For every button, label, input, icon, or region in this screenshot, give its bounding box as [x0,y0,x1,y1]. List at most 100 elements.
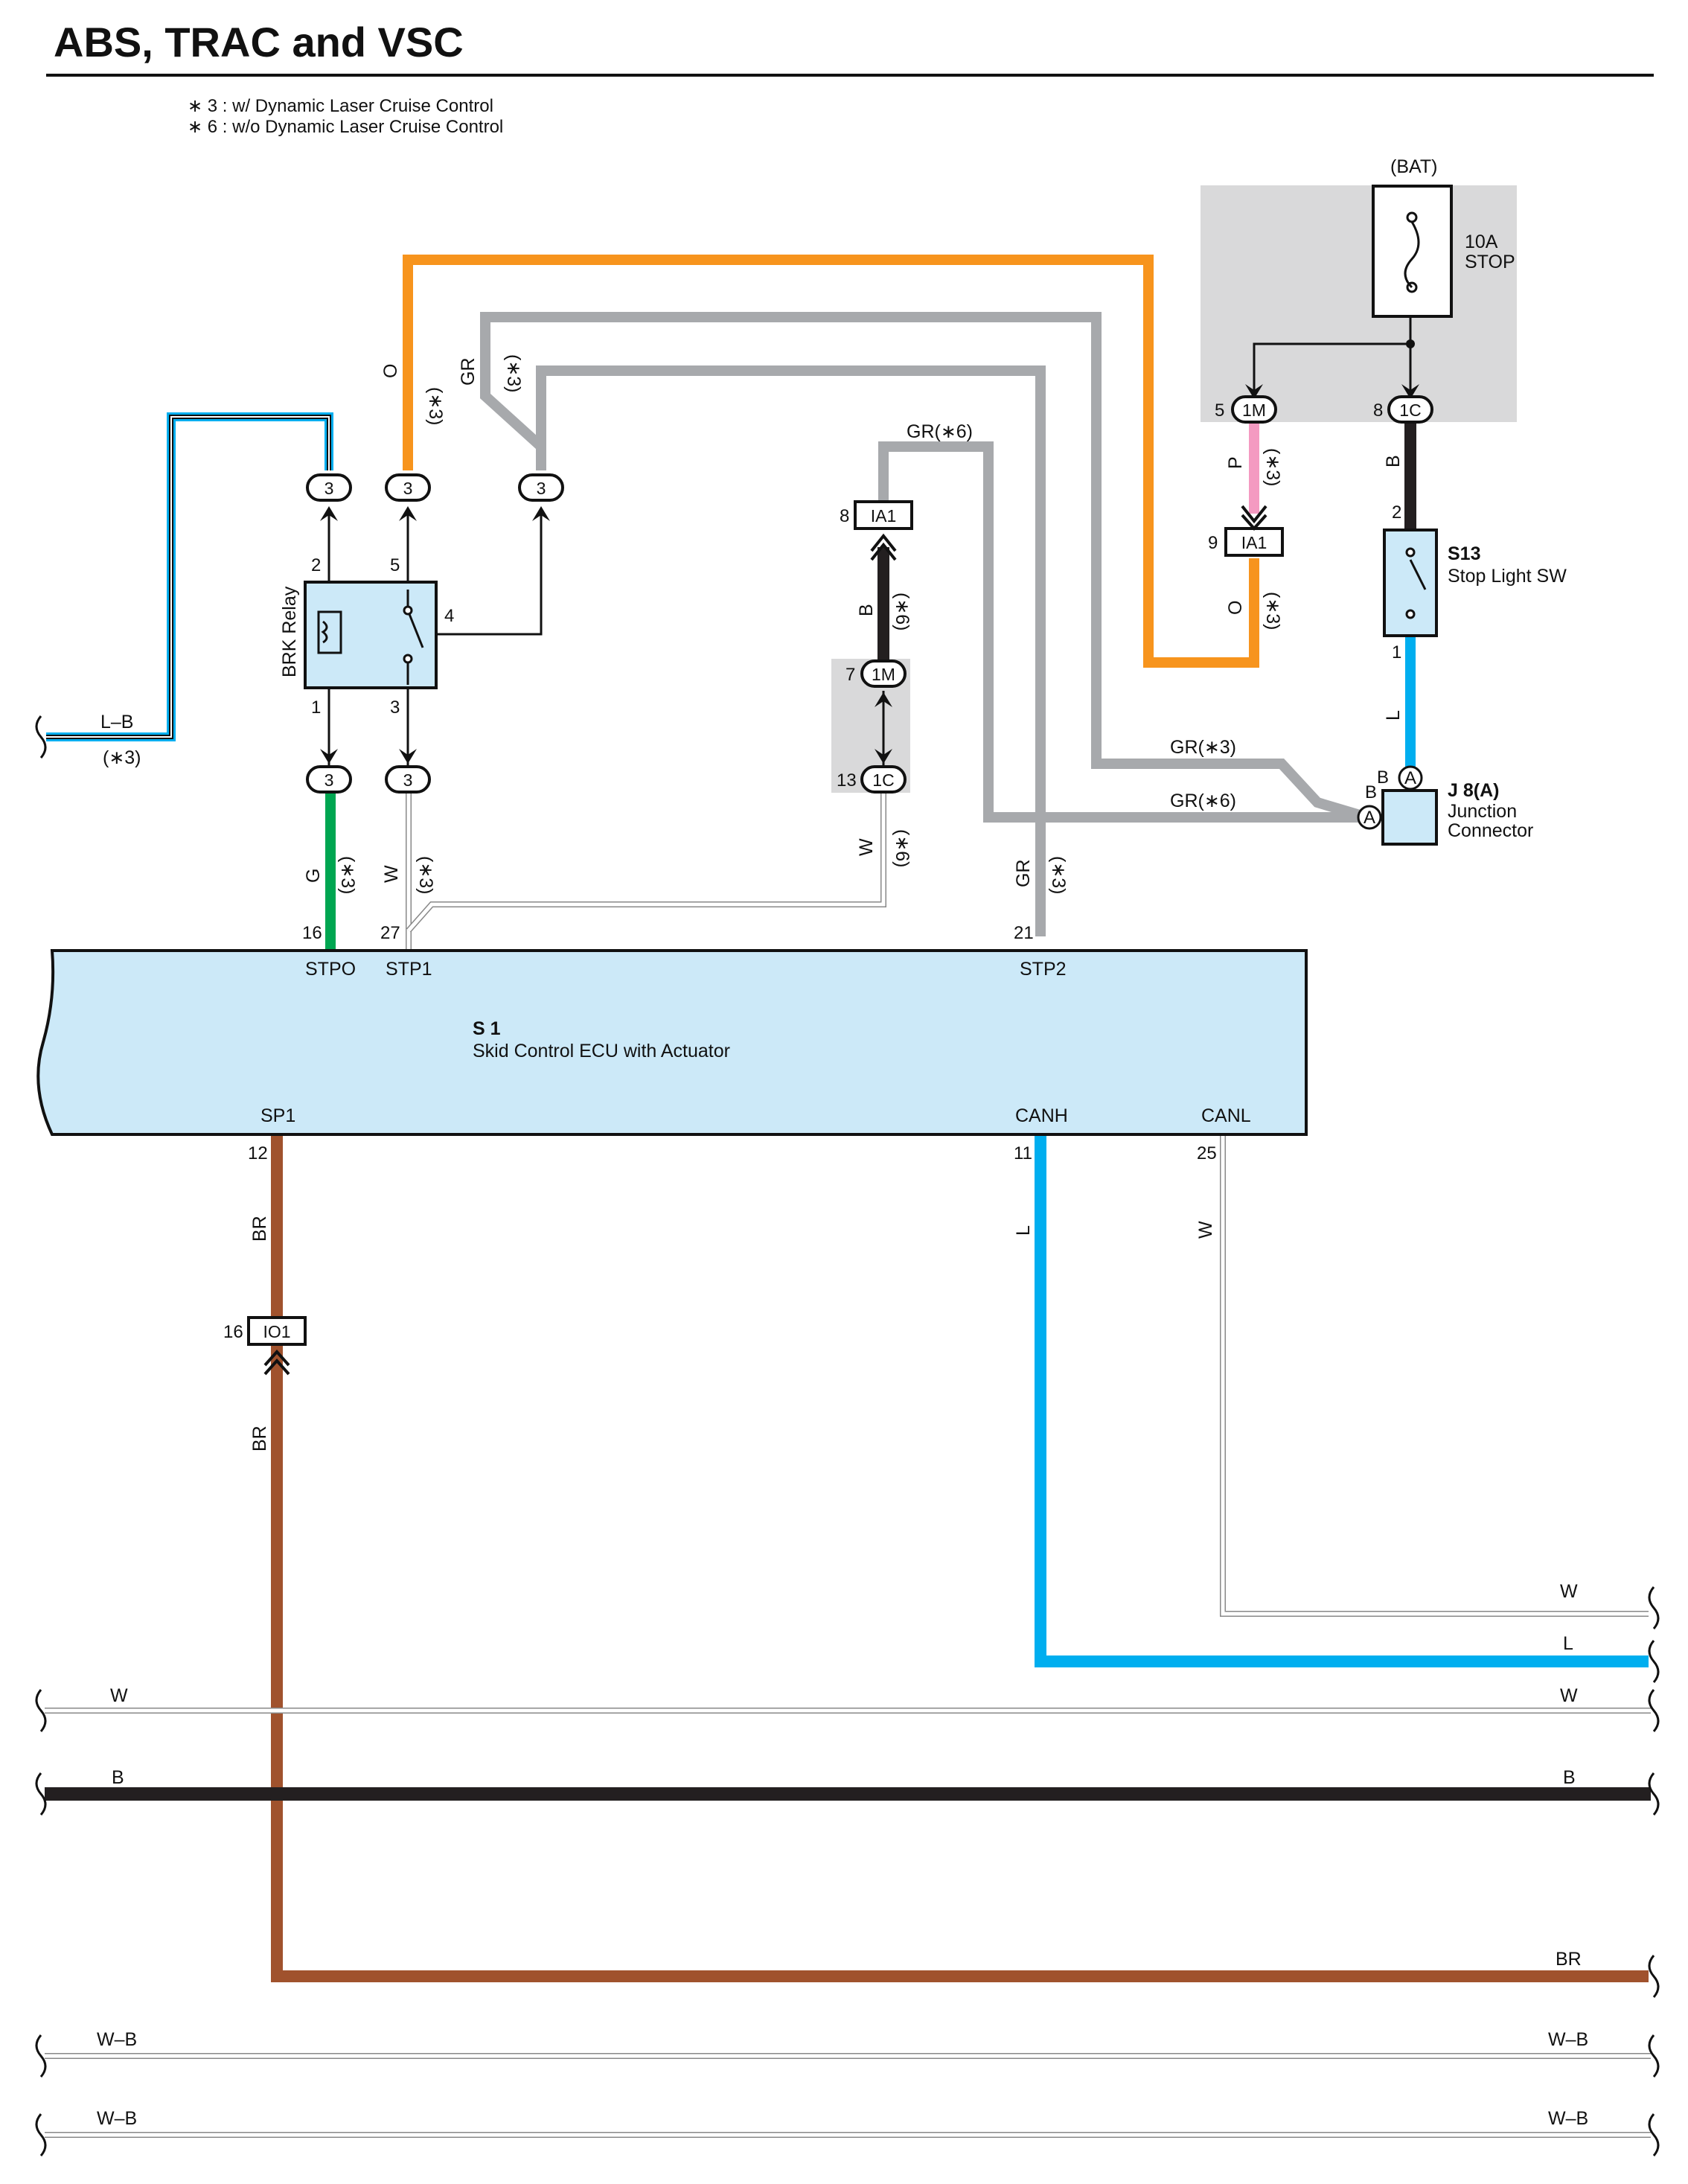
stop-light-switch [1383,529,1438,637]
junction-letter-top: A [1404,768,1416,788]
junction-name-2: Connector [1448,820,1533,841]
conn-ia1-right: IA1 [1241,533,1267,552]
ecu-code: S 1 [473,1018,501,1039]
ecu-pin-21: 21 [1014,923,1034,943]
ecu-term-stpo: STPO [305,959,356,980]
conn-3-b: 3 [403,479,413,498]
wl-w-canl: W [1195,1221,1216,1239]
wl-p: P [1225,456,1246,469]
wire-gray-loop [536,365,1046,936]
wl-o-s3: (∗3) [425,387,446,426]
relay-pin-2: 2 [311,555,321,575]
connector-1c-center [860,765,907,794]
bus-label-l-canh: L [1563,1633,1573,1654]
wire-white-1c [406,794,886,933]
wl-lb: L–B [100,712,133,732]
wl-p-s3: (∗3) [1262,448,1283,487]
relay-pin-5: 5 [390,555,400,575]
fuse-rating: 10A [1465,232,1498,252]
wl-gr-s3-mid: GR(∗3) [1170,737,1236,758]
ecu-pin-25: 25 [1197,1143,1217,1163]
wl-o-right-s3: (∗3) [1262,592,1283,630]
ecu-term-stp2: STP2 [1020,959,1067,980]
wire-white-canl [1220,1135,1649,1617]
connector-1c-fuse [1387,395,1433,424]
conn-1m-center: 1M [872,665,895,684]
io1-chevron [263,1349,290,1376]
wire-brown-sp1 [271,1135,1649,1982]
junction-connector [1357,765,1438,846]
bus-label-b-right: B [1563,1767,1576,1788]
page-title: ABS, TRAC and VSC [54,19,464,66]
bus-label-br: BR [1556,1949,1582,1970]
fuse-name: STOP [1465,252,1515,272]
wl-o-top: O [380,364,401,378]
wire-gray-3 [480,312,1369,823]
skid-control-ecu [36,949,1308,1136]
bus-label-w-left: W [110,1685,128,1706]
wl-b-s6: (∗6) [892,593,912,631]
wl-w-1c: W [856,838,877,856]
wire-relay-pin4 [436,514,543,636]
wl-lb-s3: (∗3) [103,747,141,768]
junction-name-1: Junction [1448,801,1517,822]
wl-gr-top: GR [458,358,479,386]
ia1-center-chevron [870,533,897,561]
wl-g-s3: (∗3) [337,856,358,895]
fuse-bat-label: (BAT) [1390,156,1437,177]
bus-label-w-canl: W [1560,1581,1578,1602]
relay-label: BRK Relay [279,586,300,677]
s13-pin-1: 1 [1392,642,1401,662]
connector-ia1-center [854,500,913,530]
ecu-term-sp1: SP1 [260,1105,295,1126]
ecu-pin-11: 11 [1014,1143,1032,1163]
pin-8-fuse: 8 [1373,400,1383,421]
pin-13: 13 [837,770,857,791]
ecu-pin-16: 16 [302,923,322,943]
wl-b-ia1: B [856,604,877,616]
ecu-term-canl: CANL [1201,1105,1251,1126]
connector-3-top-row [306,473,564,794]
ecu-pin-27: 27 [380,923,400,943]
pin-16-io1: 16 [223,1322,243,1342]
conn-1c-fuse: 1C [1399,400,1421,420]
wl-g: G [303,869,324,883]
bus-label-wb2-left: W–B [97,2108,137,2129]
wire-lb [46,412,333,741]
s13-pin-2: 2 [1392,502,1401,523]
bus-label-b-left: B [112,1767,124,1788]
connector-arrows [320,384,1419,764]
wire-gray-6 [878,441,1367,823]
relay-pin-4: 4 [444,606,454,626]
wl-w-1c-s6: (∗6) [892,829,912,868]
pin-7: 7 [845,665,855,685]
wl-gr-s3: (∗3) [503,354,524,393]
conn-3-c: 3 [537,479,546,498]
relay-pin-3: 3 [390,697,400,718]
s13-name: Stop Light SW [1448,566,1567,587]
note-6: ∗ 6 : w/o Dynamic Laser Cruise Control [188,117,503,137]
relay-pin-1: 1 [311,697,321,718]
wl-w-stp1: W [381,865,402,883]
wl-o-right: O [1225,601,1246,615]
connector-1m-center [860,660,907,688]
conn-ia1-center: IA1 [871,506,897,526]
pin-5: 5 [1215,400,1224,421]
brk-relay [304,581,438,689]
conn-3-e: 3 [403,770,413,790]
pin-9: 9 [1208,533,1218,553]
note-3: ∗ 3 : w/ Dynamic Laser Cruise Control [188,96,493,116]
junction-letter-left: A [1363,808,1375,828]
wire-blue-canh [1035,1135,1649,1667]
wl-b-s13: B [1383,455,1404,467]
ia1-right-chevron [1241,505,1267,531]
wl-br-top: BR [249,1216,270,1242]
connector-io1 [247,1316,307,1346]
bus-label-wb2-right: W–B [1548,2108,1588,2129]
ecu-name: Skid Control ECU with Actuator [473,1041,730,1061]
wl-gr-s6-top: GR(∗6) [907,421,973,442]
wl-gr-s6-mid: GR(∗6) [1170,791,1236,811]
break-marks [35,715,1660,2156]
conn-3-d: 3 [325,770,334,790]
wl-w-stp1-s3: (∗3) [415,856,436,895]
